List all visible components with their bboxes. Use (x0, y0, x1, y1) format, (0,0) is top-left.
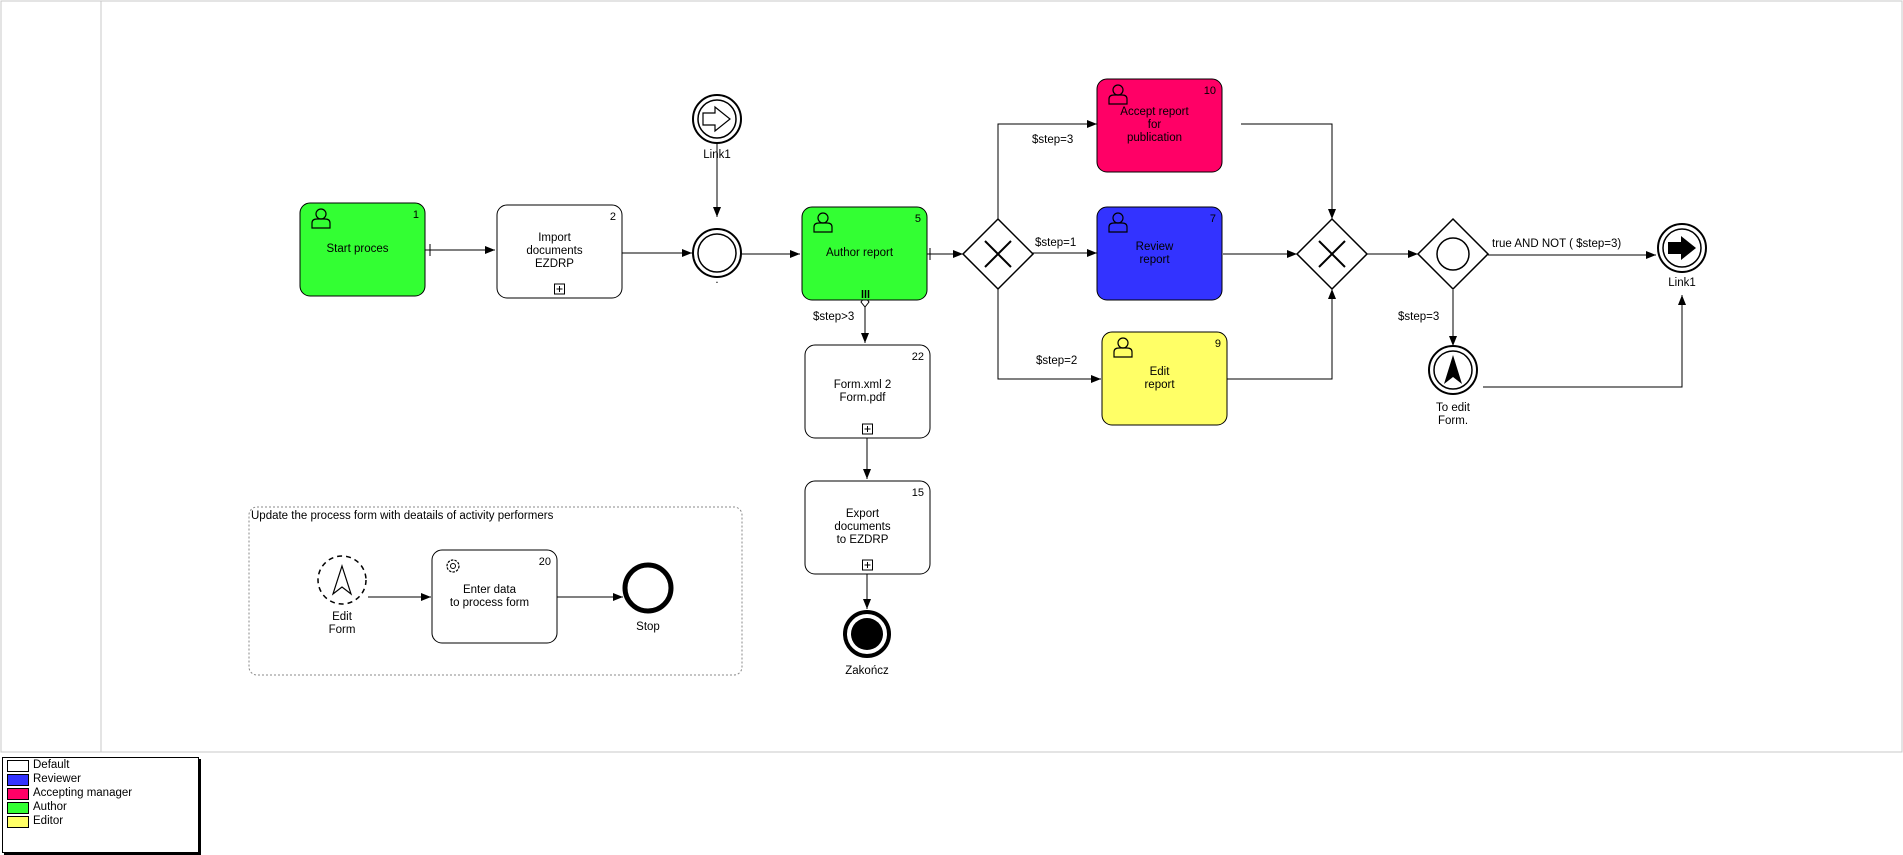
to-edit-form-event[interactable] (1428, 345, 1478, 395)
intermediate-event-label: . (715, 274, 719, 286)
intermediate-event[interactable] (692, 228, 742, 278)
task-label: Import documents EZDRP (526, 232, 583, 270)
link-arrow-icon (702, 105, 731, 133)
link-throw-event[interactable] (1657, 223, 1707, 273)
tasks-layer (299, 78, 1228, 644)
task-box (299, 202, 426, 297)
task-enterdata[interactable] (431, 549, 558, 644)
task-author[interactable] (801, 206, 928, 301)
expand-subprocess-icon[interactable] (554, 283, 565, 295)
task-number: 20 (538, 556, 551, 568)
legend-item-reviewer: Reviewer (3, 772, 198, 786)
multi-instance-icon (861, 290, 870, 298)
task-label: Enter data to process form (449, 583, 530, 609)
to-edit-form-label: To edit Form. (1436, 402, 1470, 427)
task-number: 15 (911, 487, 924, 499)
task-import[interactable] (496, 204, 623, 299)
flow-label-step3-accept: $step=3 (1032, 134, 1074, 146)
task-number: 1 (412, 209, 419, 221)
zakoncz-label: Zakończ (845, 665, 889, 677)
user-icon (1113, 337, 1133, 358)
legend-swatch (7, 788, 29, 800)
task-number: 2 (609, 211, 616, 223)
task-label: Review report (1135, 240, 1174, 266)
flow-label-true-not: true AND NOT ( $step=3) (1492, 238, 1622, 250)
flow-gateway-edit[interactable] (997, 288, 1101, 383)
legend-swatch (7, 816, 29, 828)
pool-frame (0, 0, 1903, 753)
task-number: 5 (914, 213, 921, 225)
inclusive-gateway[interactable] (1416, 217, 1490, 291)
legend-label: Editor (33, 815, 64, 827)
legend-swatch (7, 802, 29, 814)
legend-item-editor: Editor (3, 814, 198, 828)
group-label: Update the process form with deatails of… (251, 510, 554, 522)
legend-label: Author (33, 801, 67, 813)
task-label: Accept report for publication (1120, 106, 1189, 144)
group-box (248, 506, 743, 676)
task-box (1101, 331, 1228, 426)
user-icon (311, 208, 331, 229)
link1-catch-label: Link1 (703, 149, 731, 161)
legend-label: Reviewer (33, 773, 81, 785)
exclusive-gateway-split[interactable] (961, 217, 1035, 291)
legend-item-accepting-manager: Accepting manager (3, 786, 198, 800)
task-number: 9 (1214, 338, 1221, 350)
flow-label-step2-edit: $step=2 (1036, 355, 1078, 367)
task-number: 7 (1209, 213, 1216, 225)
stop-end-event[interactable] (622, 562, 674, 614)
task-box (804, 344, 931, 439)
legend-item-author: Author (3, 800, 198, 814)
legend: Default Reviewer Accepting manager Autho… (2, 757, 199, 853)
edit-form-label: Edit Form (328, 611, 356, 636)
legend-label: Default (33, 759, 70, 771)
gear-icon (446, 559, 460, 573)
task-edit[interactable] (1101, 331, 1228, 426)
task-number: 10 (1203, 85, 1216, 97)
task-review[interactable] (1096, 206, 1223, 301)
task-label: Author report (825, 247, 894, 259)
user-icon (1108, 212, 1128, 233)
task-box (1096, 206, 1223, 301)
task-box (496, 204, 623, 299)
link-catch-event[interactable] (692, 94, 742, 144)
task-number: 22 (911, 351, 924, 363)
signal-arrow-icon (1444, 355, 1462, 384)
legend-label: Accepting manager (33, 787, 133, 799)
signal-arrow-icon (331, 564, 353, 596)
task-box (804, 480, 931, 575)
edit-form-start-event[interactable] (317, 555, 367, 605)
task-box (1096, 78, 1223, 173)
link-arrow-icon (1668, 236, 1696, 260)
task-label: Start proces (326, 243, 389, 255)
end-event-zakoncz[interactable] (843, 610, 891, 658)
expand-subprocess-icon[interactable] (862, 559, 873, 571)
flow-label-step1-review: $step=1 (1035, 237, 1077, 249)
flow-label-step3-toedit: $step=3 (1398, 311, 1440, 323)
link1-throw-label: Link1 (1668, 277, 1696, 289)
legend-item-default: Default (3, 758, 198, 772)
task-label: Form.xml 2 Form.pdf (833, 378, 892, 404)
legend-swatch (7, 760, 29, 772)
task-label: Export documents to EZDRP (834, 508, 891, 546)
task-label: Edit report (1144, 365, 1175, 391)
flow-accept-join[interactable] (1241, 123, 1336, 219)
task-accept[interactable] (1096, 78, 1223, 173)
task-export[interactable] (804, 480, 931, 575)
task-box (801, 206, 928, 301)
flow-edit-join[interactable] (1227, 289, 1336, 380)
user-icon (1108, 84, 1128, 105)
flow-label-step-gt3: $step>3 (813, 311, 855, 323)
flow-toedit-link[interactable] (1483, 295, 1686, 388)
stop-label: Stop (636, 621, 660, 633)
task-box (431, 549, 558, 644)
task-formxml[interactable] (804, 344, 931, 439)
flow-gateway-accept[interactable] (997, 120, 1097, 219)
exclusive-gateway-join[interactable] (1295, 217, 1369, 291)
task-start[interactable] (299, 202, 426, 297)
legend-swatch (7, 774, 29, 786)
expand-subprocess-icon[interactable] (862, 423, 873, 435)
user-icon (813, 212, 833, 233)
